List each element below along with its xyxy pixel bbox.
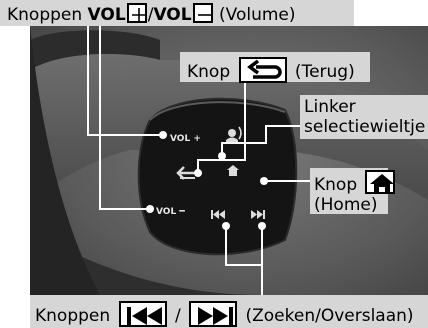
vol-text-2: VOL: [153, 5, 192, 25]
back-arrow-icon: [238, 57, 287, 83]
volume-label-sep: /: [147, 5, 154, 25]
home-button-label: Knop (Home): [310, 168, 395, 215]
home-label-line2: (Home): [314, 195, 378, 215]
vol-minus-label: VOL ━: [156, 207, 185, 217]
vol-text-1: VOL: [87, 5, 126, 25]
skip-forward-box-icon: [189, 301, 238, 327]
volume-buttons-label: Knoppen VOL/VOL (Volume): [0, 0, 354, 26]
panel-edge: [149, 101, 286, 121]
seek-label-sep: /: [169, 306, 187, 326]
voice-command-icon[interactable]: [226, 126, 242, 143]
house-icon: [364, 170, 395, 194]
back-label-suffix: (Terug): [289, 62, 355, 82]
leader-vol-minus: [99, 26, 147, 210]
button-panel: [137, 97, 298, 256]
skip-back-icon[interactable]: [211, 210, 225, 219]
back-button-icon[interactable]: [176, 166, 195, 180]
minus-box-icon: [192, 3, 213, 23]
back-label-prefix: Knop: [187, 62, 236, 82]
wheel-rim-top: [30, 30, 160, 70]
selector-label-line1: Linker: [304, 97, 356, 117]
selector-label-line2: selectiewieltje: [304, 117, 426, 137]
leader-prev: [225, 226, 262, 266]
home-label-line1: Knop: [314, 175, 363, 195]
wheel-rim-left: [30, 26, 100, 295]
leader-selector: [221, 125, 316, 155]
plus-box-icon: [126, 3, 147, 23]
leader-back: [197, 82, 246, 173]
leader-lines: [87, 26, 316, 295]
home-button-icon[interactable]: [227, 165, 239, 176]
skip-forward-icon[interactable]: [251, 210, 265, 219]
leader-dots: [146, 131, 268, 230]
skip-back-box-icon: [118, 301, 167, 327]
seek-buttons-label: Knoppen / (Zoeken/Overslaan): [30, 295, 428, 328]
volume-label-prefix: Knoppen: [7, 5, 88, 25]
volume-label-suffix: (Volume): [213, 5, 296, 25]
seek-label-prefix: Knoppen: [35, 306, 116, 326]
back-button-label: Knop (Terug): [180, 52, 370, 83]
vol-plus-label: VOL +: [170, 134, 201, 144]
seek-label-suffix: (Zoeken/Overslaan): [240, 306, 414, 326]
